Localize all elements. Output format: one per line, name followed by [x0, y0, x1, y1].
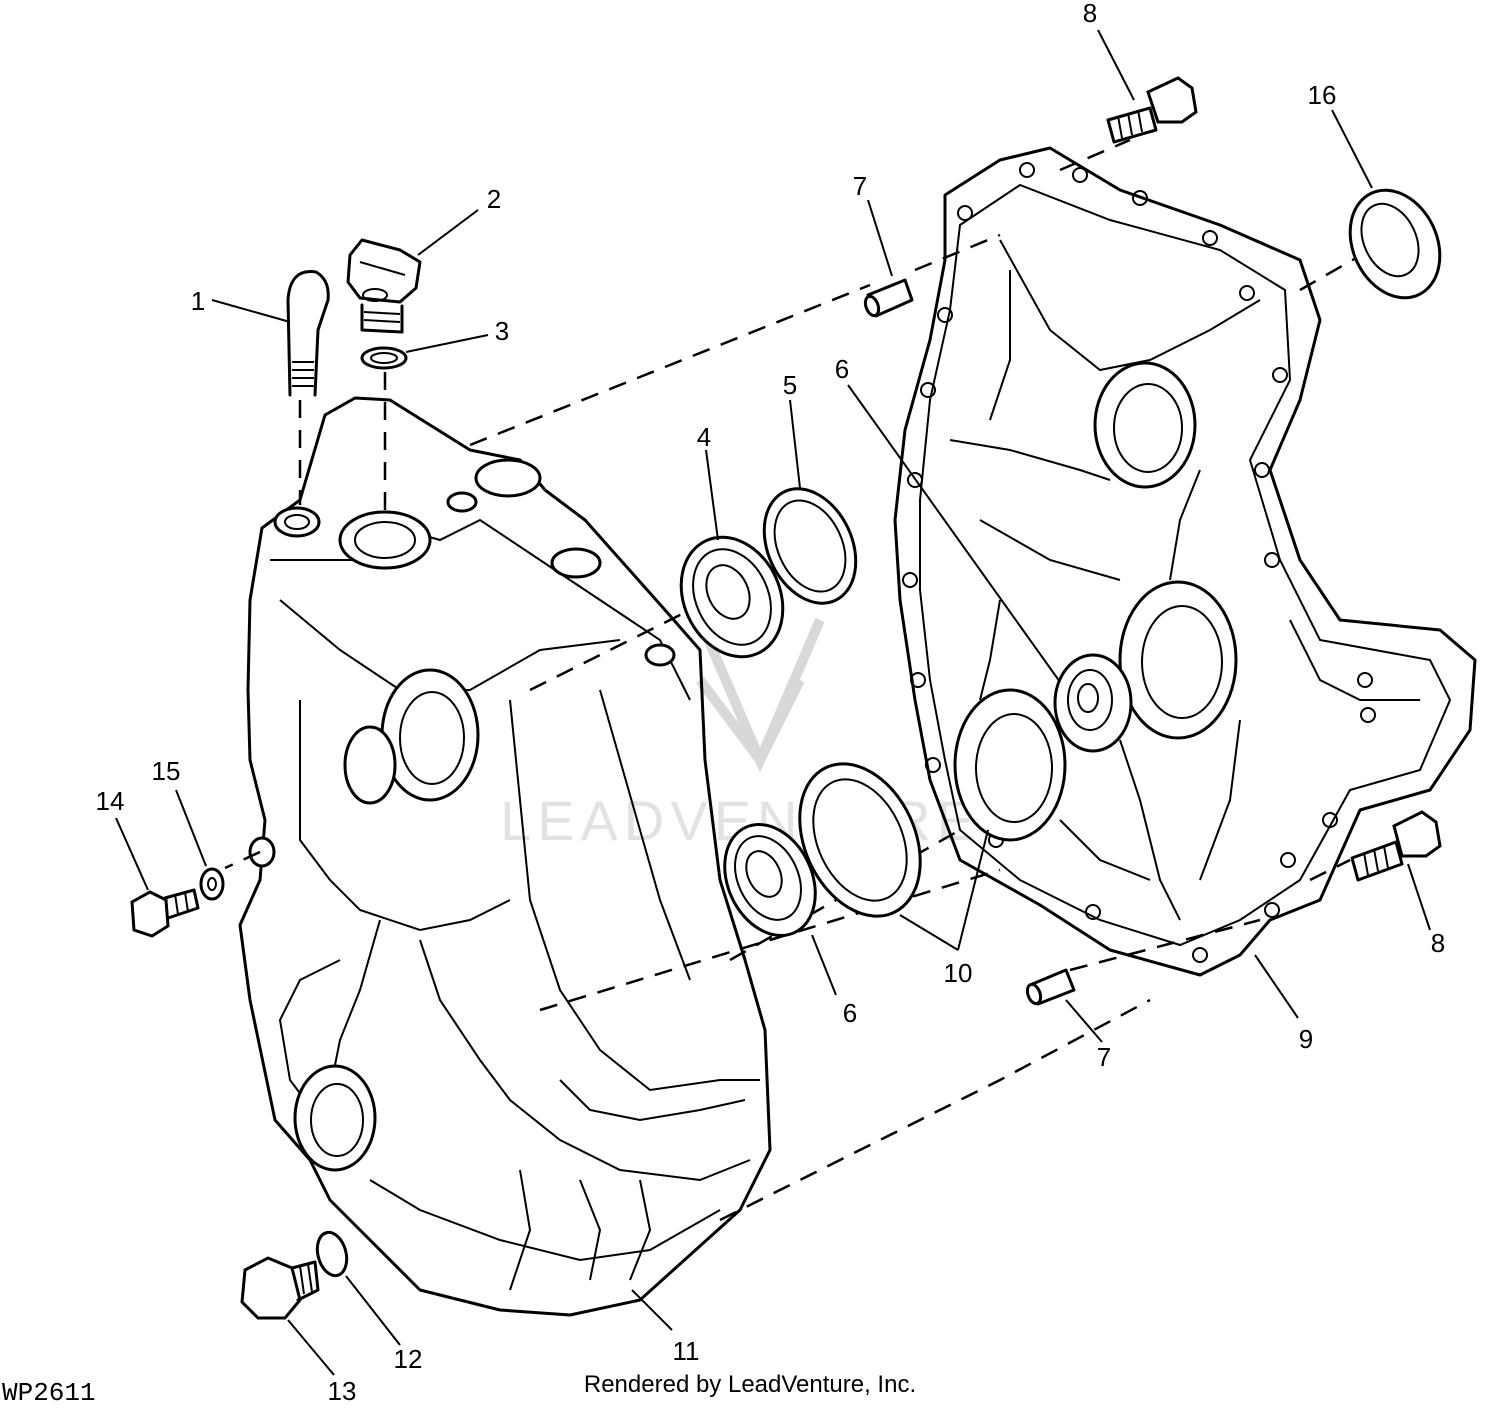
lock-washer-15 — [199, 867, 225, 901]
callout-15: 15 — [152, 756, 181, 786]
callout-8-upper: 8 — [1083, 0, 1097, 28]
dowel-pin-lower — [1025, 968, 1076, 1006]
bearing-6-lower — [723, 823, 817, 937]
callout-3: 3 — [495, 316, 509, 346]
callout-labels: 1 2 3 4 5 6 6 7 7 8 8 9 10 11 12 13 14 1… — [96, 0, 1446, 1406]
figure-code: WP2611 — [2, 1378, 96, 1406]
callout-5: 5 — [783, 370, 797, 400]
dipstick-cap — [346, 238, 422, 334]
callout-14: 14 — [96, 786, 125, 816]
render-credit: Rendered by LeadVenture, Inc. — [584, 1371, 916, 1398]
callout-4: 4 — [697, 422, 711, 452]
callout-9: 9 — [1299, 1024, 1313, 1054]
callout-12: 12 — [394, 1344, 423, 1374]
leader-lines — [115, 29, 1431, 1376]
seal-ring-10 — [798, 762, 922, 918]
callout-7-lower: 7 — [1097, 1042, 1111, 1072]
callout-10: 10 — [944, 958, 973, 988]
callout-7-upper: 7 — [853, 171, 867, 201]
seal-ring-5 — [762, 487, 858, 605]
left-transaxle-case — [238, 396, 772, 1317]
right-transaxle-cover — [893, 146, 1477, 977]
callout-6-upper: 6 — [835, 354, 849, 384]
assembly-centerlines — [224, 138, 1371, 1222]
callout-6-lower: 6 — [843, 998, 857, 1028]
seal-16 — [1348, 188, 1442, 300]
callout-13: 13 — [328, 1376, 357, 1406]
bolt-14 — [130, 888, 200, 938]
drain-plug — [240, 1256, 320, 1320]
vent-tube — [286, 270, 330, 397]
callout-11: 11 — [673, 1336, 700, 1366]
callout-16: 16 — [1308, 80, 1337, 110]
callout-2: 2 — [487, 184, 501, 214]
cap-screw-lower — [1350, 810, 1442, 882]
callout-1: 1 — [191, 286, 205, 316]
washer-12 — [315, 1230, 349, 1278]
callout-8-lower: 8 — [1431, 928, 1445, 958]
dowel-pin-upper — [863, 278, 914, 318]
o-ring-3 — [360, 346, 408, 370]
bearing-4 — [679, 535, 785, 659]
cap-screw-upper — [1106, 76, 1198, 144]
